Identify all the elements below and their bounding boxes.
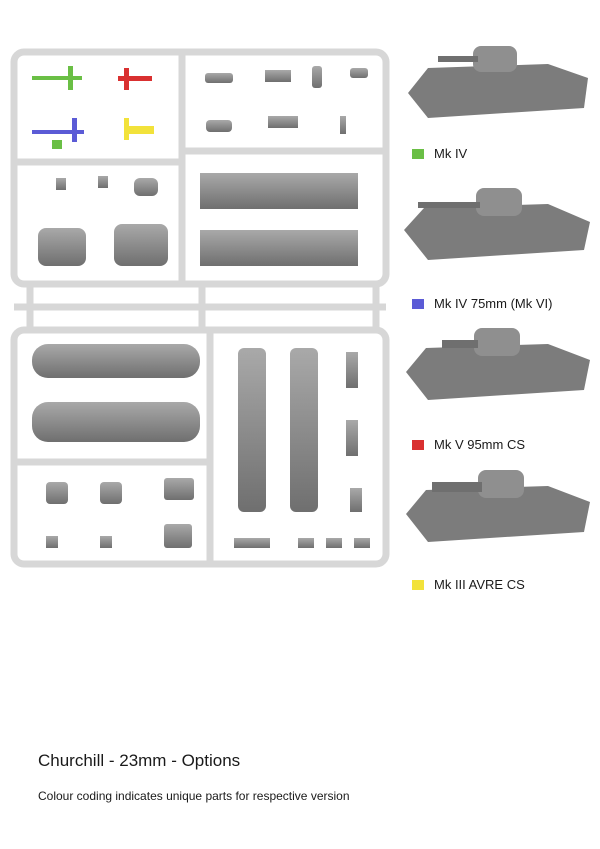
legend-item-mk-v-95mm: Mk V 95mm CS (412, 437, 525, 452)
sprue-frame (10, 48, 390, 568)
blue-part (32, 118, 84, 149)
legend-label: Mk IV 75mm (Mk VI) (434, 296, 553, 311)
version-legend: Mk IV Mk IV 75mm (Mk VI) Mk V 95mm CS Mk… (412, 146, 552, 592)
legend-label: Mk IV (434, 146, 468, 161)
legend-item-mk-iii-avre: Mk III AVRE CS (412, 577, 525, 592)
red-part (118, 68, 152, 90)
caption-subtitle: Colour coding indicates unique parts for… (38, 789, 350, 803)
yellow-part (124, 118, 154, 140)
legend-swatch (412, 439, 424, 450)
legend-item-mk-iv-75mm: Mk IV 75mm (Mk VI) (412, 296, 552, 311)
legend-label: Mk V 95mm CS (434, 437, 526, 452)
tank-mk-iv-image (408, 46, 588, 118)
legend-swatch (412, 579, 424, 590)
tank-mk-v-95mm-image (406, 328, 590, 400)
tank-mk-iii-avre-image (406, 470, 590, 542)
legend-item-mk-iv: Mk IV (412, 146, 467, 161)
legend-label: Mk III AVRE CS (434, 577, 525, 592)
legend-swatch (412, 148, 424, 159)
caption-title: Churchill - 23mm - Options (38, 751, 241, 770)
legend-swatch (412, 298, 424, 309)
tank-mk-iv-75mm-image (404, 188, 590, 260)
green-part (32, 66, 82, 90)
